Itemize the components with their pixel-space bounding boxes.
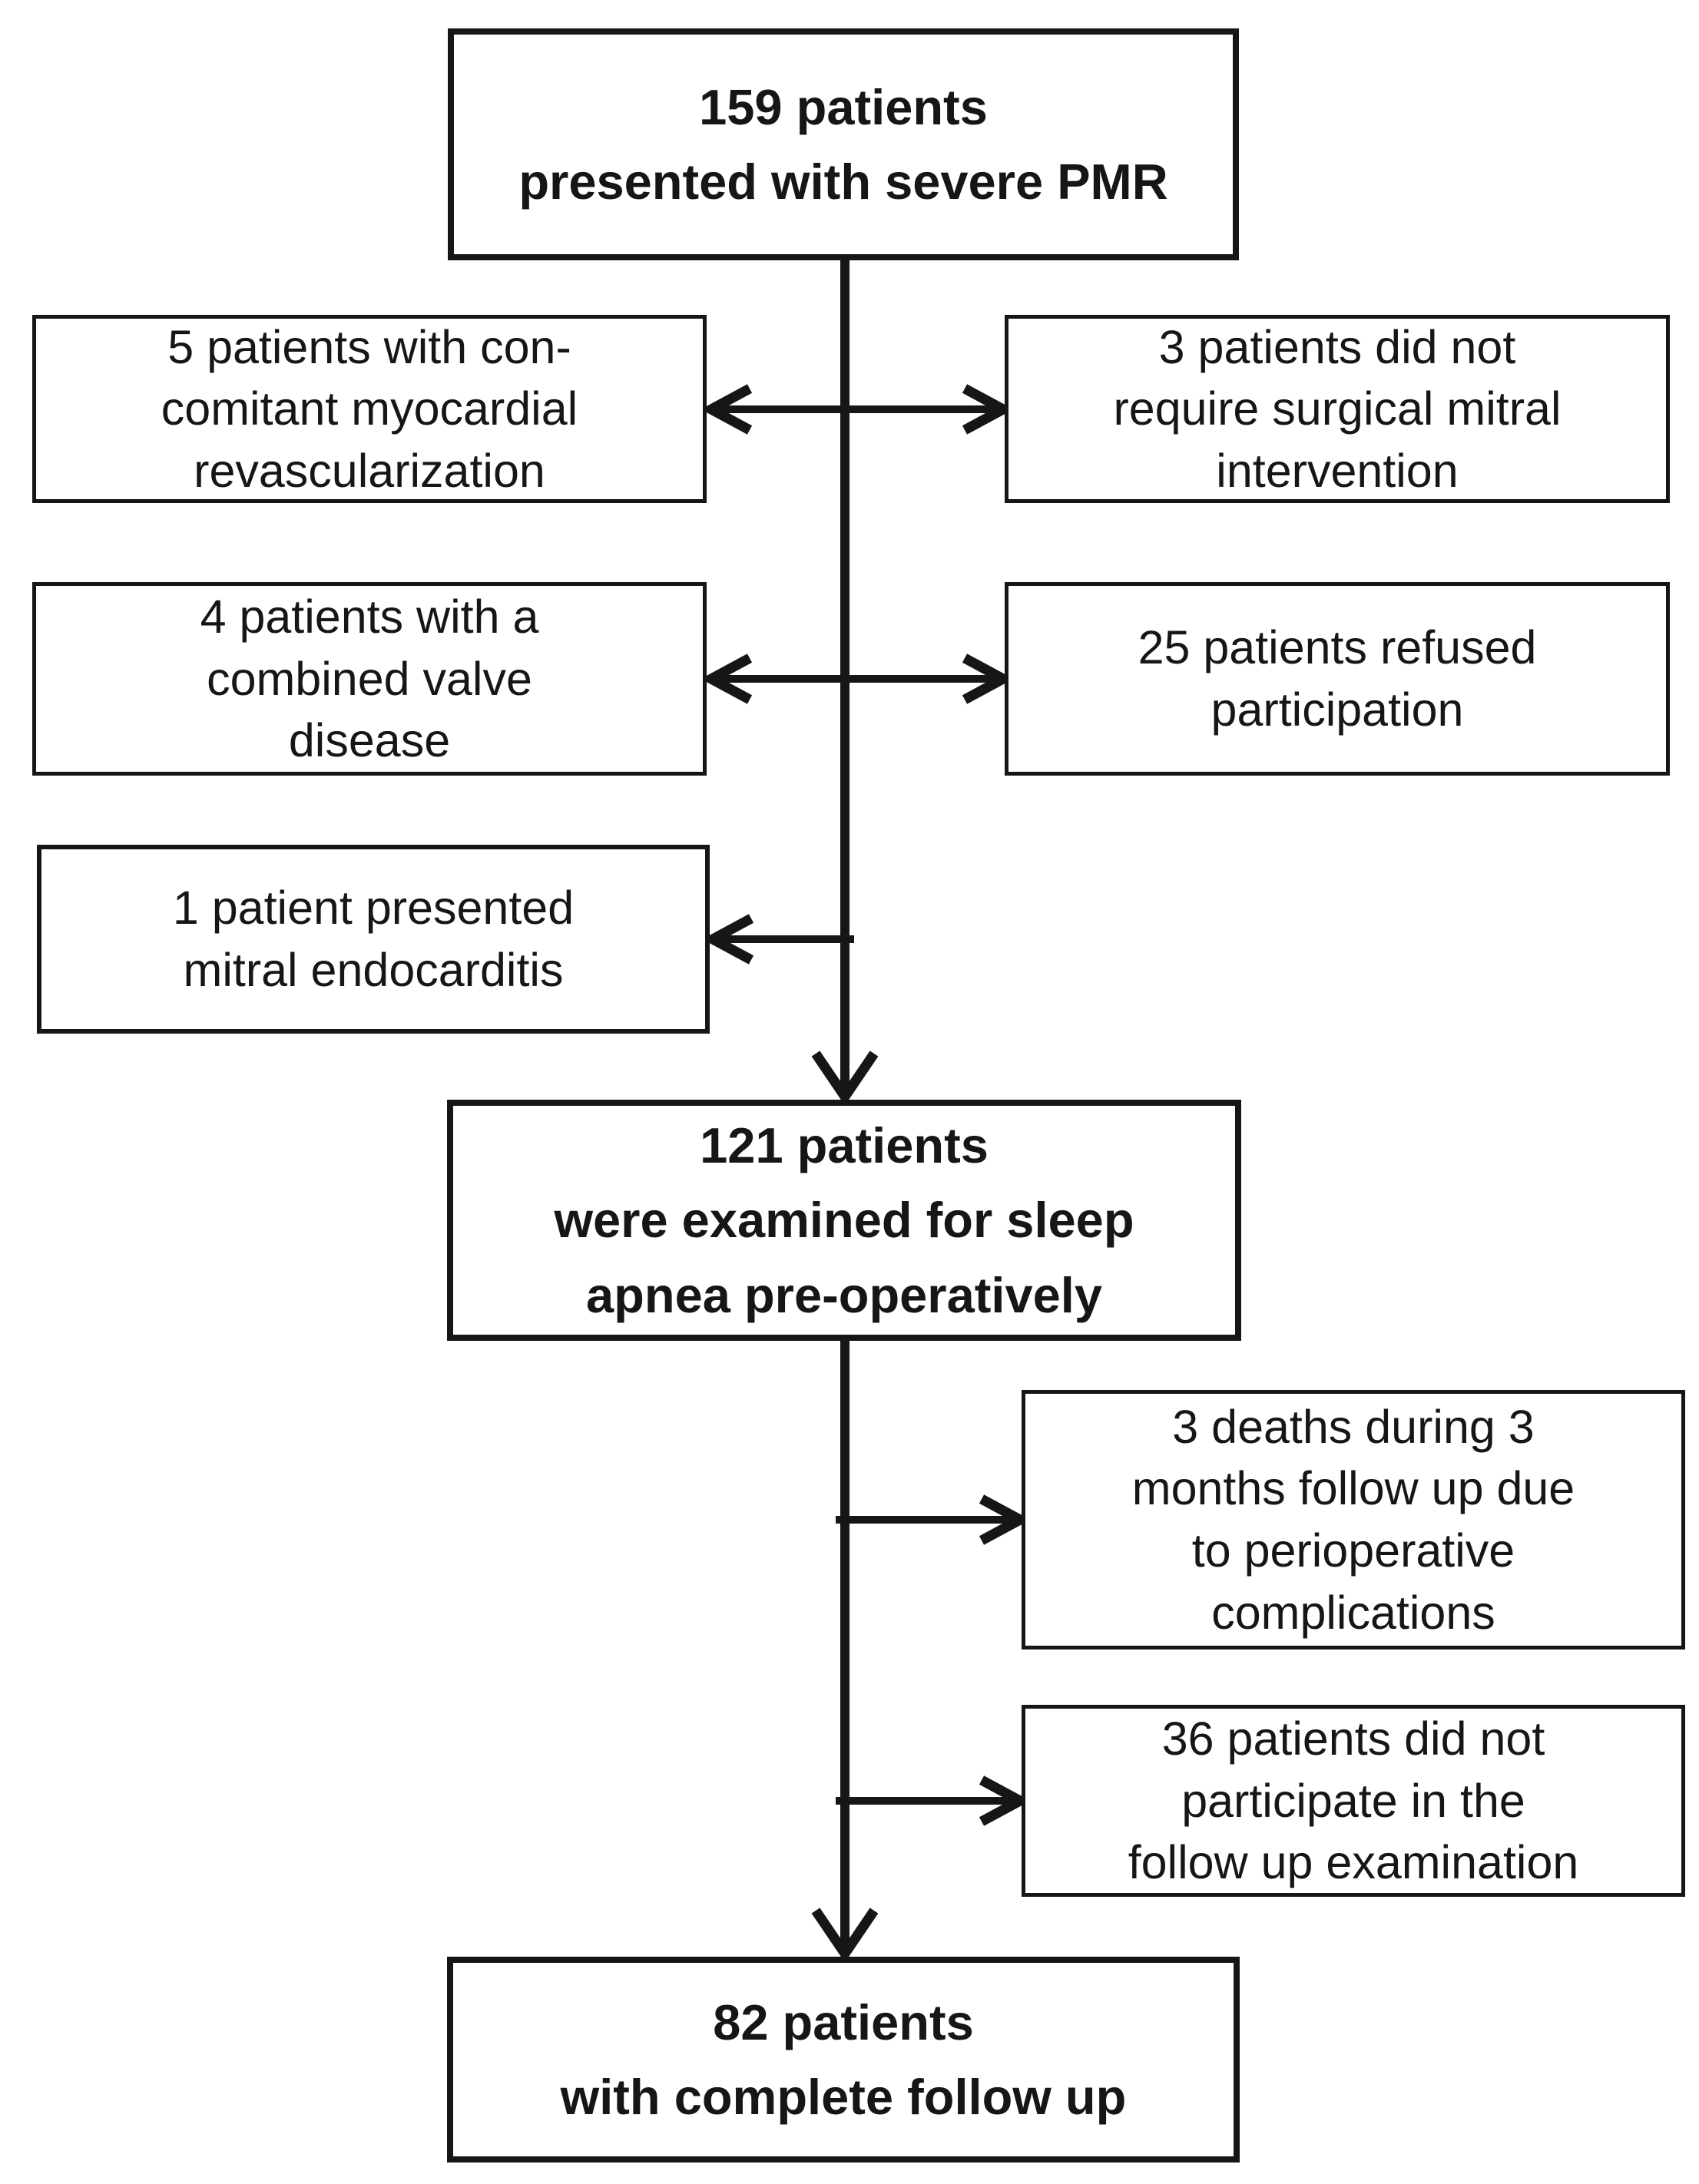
box-refused-participation: 25 patients refused participation bbox=[1005, 582, 1670, 776]
box-complete-followup: 82 patients with complete follow up bbox=[447, 1957, 1240, 2162]
box-perioperative-deaths-label: 3 deaths during 3 months follow up due t… bbox=[1124, 1396, 1582, 1643]
box-mitral-endocarditis-label: 1 patient presented mitral endocarditis bbox=[165, 877, 581, 1001]
connector-endocarditis bbox=[713, 918, 854, 960]
box-combined-valve-disease: 4 patients with a combined valve disease bbox=[32, 582, 707, 776]
box-concomitant-revascularization-label: 5 patients with con- comitant myocardial… bbox=[154, 316, 585, 502]
box-perioperative-deaths: 3 deaths during 3 months follow up due t… bbox=[1022, 1390, 1685, 1650]
box-no-surgical-intervention: 3 patients did not require surgical mitr… bbox=[1005, 315, 1670, 503]
box-complete-followup-label: 82 patients with complete follow up bbox=[553, 1985, 1134, 2135]
box-total-patients-label: 159 patients presented with severe PMR bbox=[511, 70, 1175, 220]
box-no-surgical-intervention-label: 3 patients did not require surgical mitr… bbox=[1105, 316, 1568, 502]
box-total-patients: 159 patients presented with severe PMR bbox=[448, 28, 1239, 260]
connector-examined-to-complete bbox=[816, 1339, 874, 1954]
box-examined-sleep-apnea: 121 patients were examined for sleep apn… bbox=[447, 1100, 1241, 1341]
connector-deaths bbox=[836, 1499, 1020, 1540]
box-mitral-endocarditis: 1 patient presented mitral endocarditis bbox=[37, 845, 710, 1034]
connector-row1-bidirectional bbox=[711, 389, 1003, 430]
connector-row2-bidirectional bbox=[711, 658, 1003, 700]
connector-no-followup bbox=[836, 1780, 1020, 1822]
box-combined-valve-disease-label: 4 patients with a combined valve disease bbox=[193, 586, 547, 772]
box-no-followup-participation-label: 36 patients did not participate in the f… bbox=[1121, 1708, 1587, 1894]
box-no-followup-participation: 36 patients did not participate in the f… bbox=[1022, 1705, 1685, 1897]
box-refused-participation-label: 25 patients refused participation bbox=[1131, 617, 1545, 740]
box-concomitant-revascularization: 5 patients with con- comitant myocardial… bbox=[32, 315, 707, 503]
box-examined-sleep-apnea-label: 121 patients were examined for sleep apn… bbox=[546, 1108, 1141, 1333]
